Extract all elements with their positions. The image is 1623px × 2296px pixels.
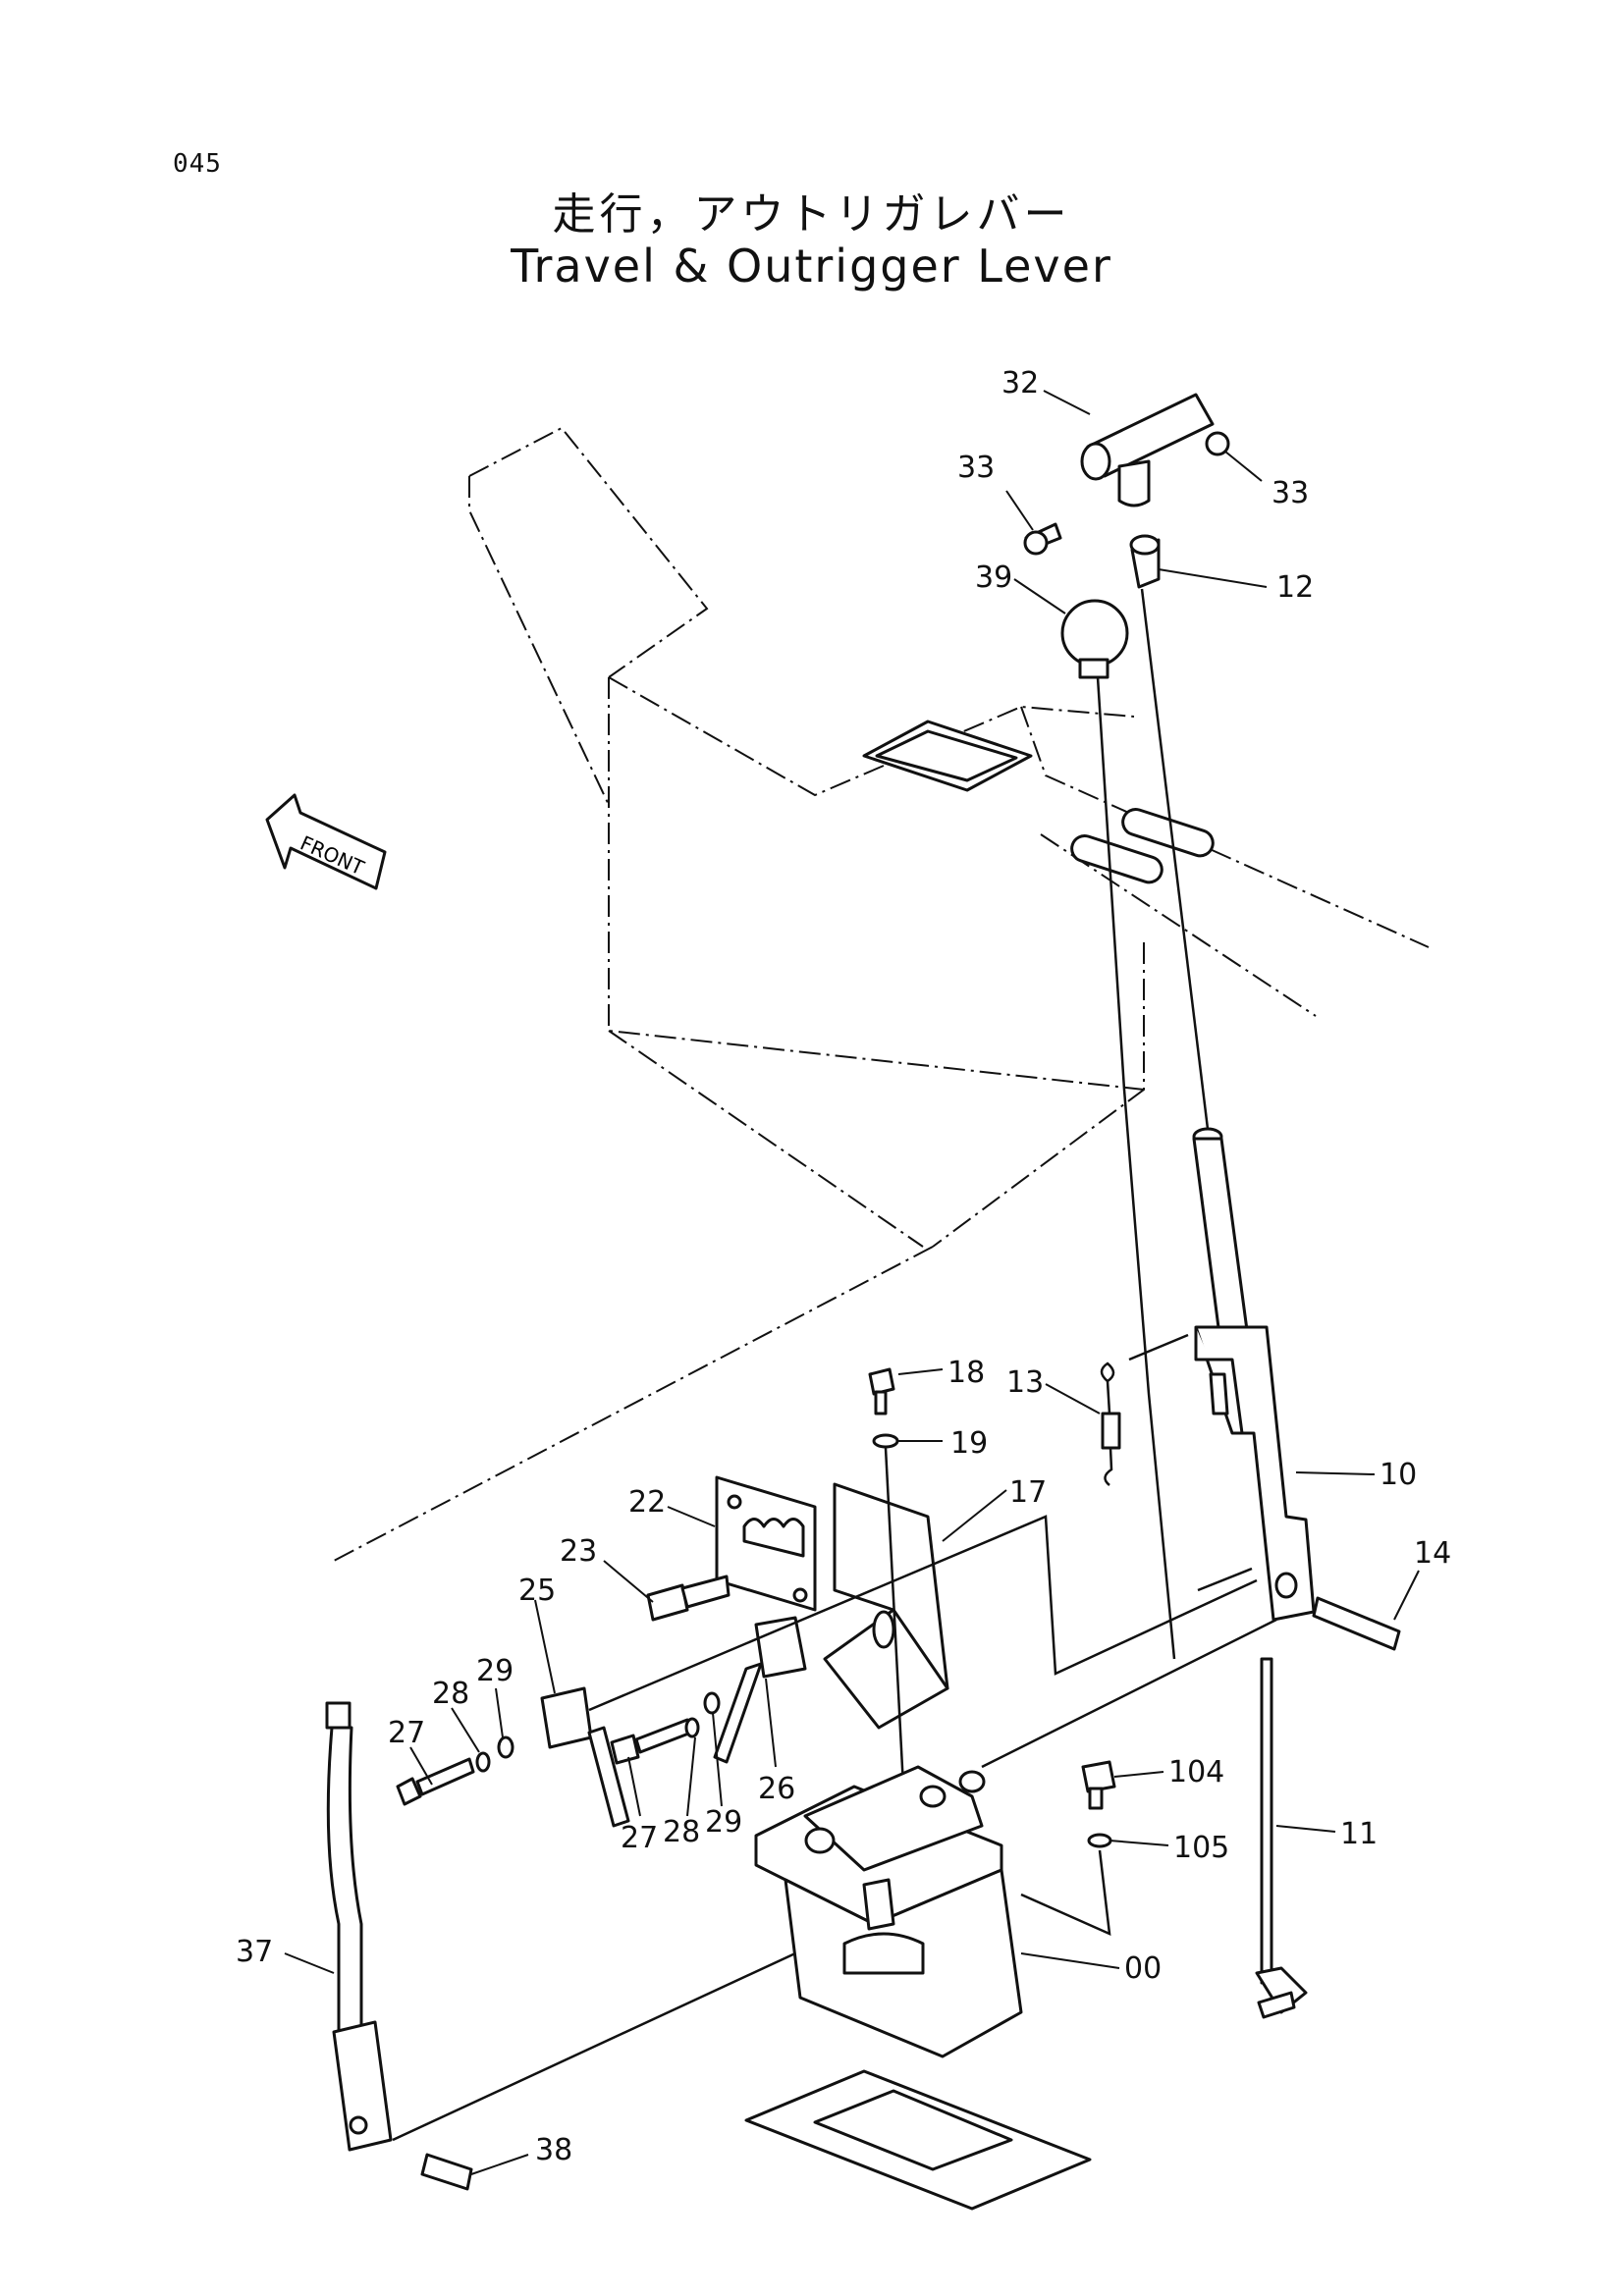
- lever-rod-10: [1192, 1127, 1316, 1622]
- leaders: [284, 390, 1420, 2175]
- callout-23: 23: [560, 1534, 597, 1569]
- callout-28-left: 28: [432, 1677, 469, 1711]
- washer-29-right: [703, 1691, 721, 1715]
- rod-11: [1255, 1657, 1308, 2019]
- washer-19: [872, 1433, 899, 1449]
- gasket: [744, 2069, 1092, 2211]
- title-english: Travel & Outrigger Lever: [511, 240, 1112, 293]
- cable-37: [325, 1701, 393, 2152]
- callout-32: 32: [1001, 366, 1039, 400]
- valve-link-line: [981, 1618, 1277, 1769]
- pin-14: [1312, 1596, 1401, 1651]
- screw-27-right: [610, 1718, 693, 1765]
- callout-29-left: 29: [476, 1654, 514, 1688]
- callout-13: 13: [1006, 1365, 1044, 1400]
- screw-33-right: [1205, 431, 1230, 456]
- gate-plate-22: [715, 1475, 817, 1612]
- callout-11: 11: [1340, 1817, 1378, 1851]
- bolt-104-axis: [1020, 1849, 1111, 1937]
- callout-00: 00: [1124, 1951, 1162, 1986]
- callout-labels: 32 33 33 39 12 18 13 19 10 22 17 23 14 2…: [236, 366, 1451, 2167]
- callout-12: 12: [1276, 570, 1314, 605]
- console-housing: [333, 426, 1430, 1562]
- lever-axis-left: [1096, 676, 1176, 1660]
- callout-17: 17: [1009, 1475, 1047, 1510]
- lever-handle-32: [1080, 393, 1215, 507]
- bolt-23: [646, 1575, 730, 1622]
- pilot-valve-00: [754, 1765, 1023, 2058]
- screw-33-left: [1023, 522, 1062, 556]
- screw-27-left: [396, 1757, 475, 1806]
- callout-29-right: 29: [705, 1805, 742, 1840]
- switch-25: [540, 1686, 630, 1828]
- callout-27-right: 27: [621, 1821, 658, 1855]
- lever-axis-right: [1140, 588, 1210, 1130]
- bolt-axis: [884, 1447, 905, 1788]
- console-plate: [862, 720, 1033, 792]
- callout-26: 26: [758, 1772, 795, 1806]
- bolt-18: [868, 1367, 895, 1415]
- callout-14: 14: [1414, 1536, 1451, 1571]
- front-arrow: FRONT: [265, 793, 387, 890]
- callout-39: 39: [975, 561, 1012, 595]
- callout-19: 19: [950, 1426, 988, 1461]
- callout-22: 22: [628, 1485, 666, 1520]
- washer-105: [1087, 1833, 1112, 1848]
- lever-slots: [1070, 807, 1215, 884]
- washer-29-left: [497, 1735, 514, 1759]
- callout-10: 10: [1380, 1458, 1417, 1492]
- cable-line: [392, 1951, 796, 2142]
- sleeve-12: [1129, 534, 1161, 589]
- callout-104: 104: [1168, 1755, 1224, 1789]
- callout-18: 18: [947, 1356, 985, 1390]
- spring-13: [1100, 1333, 1189, 1486]
- callout-105: 105: [1173, 1831, 1229, 1865]
- bracket-17: [823, 1482, 949, 1730]
- callout-25: 25: [518, 1574, 556, 1608]
- switch-26: [713, 1616, 807, 1764]
- bolt-104: [1081, 1760, 1116, 1810]
- reference-line: [588, 1515, 1258, 1712]
- callout-27-left: 27: [388, 1716, 425, 1750]
- knob-39: [1060, 599, 1129, 679]
- callout-28-right: 28: [663, 1815, 700, 1849]
- callout-33-left: 33: [957, 451, 995, 485]
- callout-38: 38: [535, 2133, 572, 2167]
- pin-hole-line: [1197, 1567, 1253, 1592]
- pin-38: [420, 2153, 473, 2191]
- title-japanese: 走行，アウトリガレバー: [552, 189, 1071, 240]
- washer-28-left: [475, 1751, 491, 1773]
- callout-33-right: 33: [1271, 476, 1309, 510]
- page-number: 045: [173, 149, 222, 179]
- callout-37: 37: [236, 1935, 273, 1969]
- washer-28-right: [684, 1717, 700, 1738]
